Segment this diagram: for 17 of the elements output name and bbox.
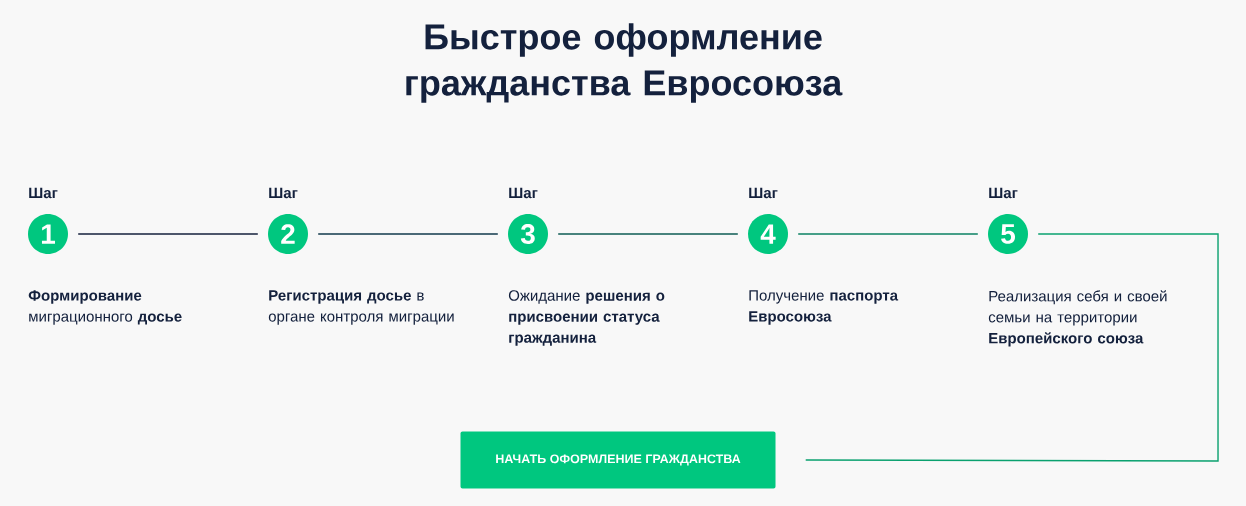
- step-label: Шаг: [29, 187, 58, 199]
- connector-line: [77, 233, 259, 235]
- title: Быстрое оформление гражданства Евросоюза: [406, 23, 843, 103]
- step-description: Получение паспорта Евросоюза: [749, 290, 899, 325]
- step-label: Шаг: [749, 187, 778, 199]
- step-description: Реализация себя и своей семьи на территории Европейского союза: [988, 290, 1167, 347]
- start-button: НАЧАТЬ ОФОРМЛЕНИЕ ГРАЖДАНСТВА: [460, 431, 776, 489]
- step-description: Ожидание решения о присвоении статуса гражданина: [508, 290, 665, 346]
- connector-line: [797, 233, 979, 235]
- step-label: Шаг: [269, 187, 298, 199]
- connector-line: [317, 233, 499, 235]
- step-label: Шаг: [509, 187, 538, 199]
- step-label: Шаг: [989, 187, 1018, 199]
- step-description: Регистрация досье в органе контроля миграции: [268, 290, 454, 325]
- connector-line: [805, 233, 1219, 462]
- step-description: Формирование миграционного досье: [28, 290, 182, 325]
- connector-line: [557, 233, 739, 235]
